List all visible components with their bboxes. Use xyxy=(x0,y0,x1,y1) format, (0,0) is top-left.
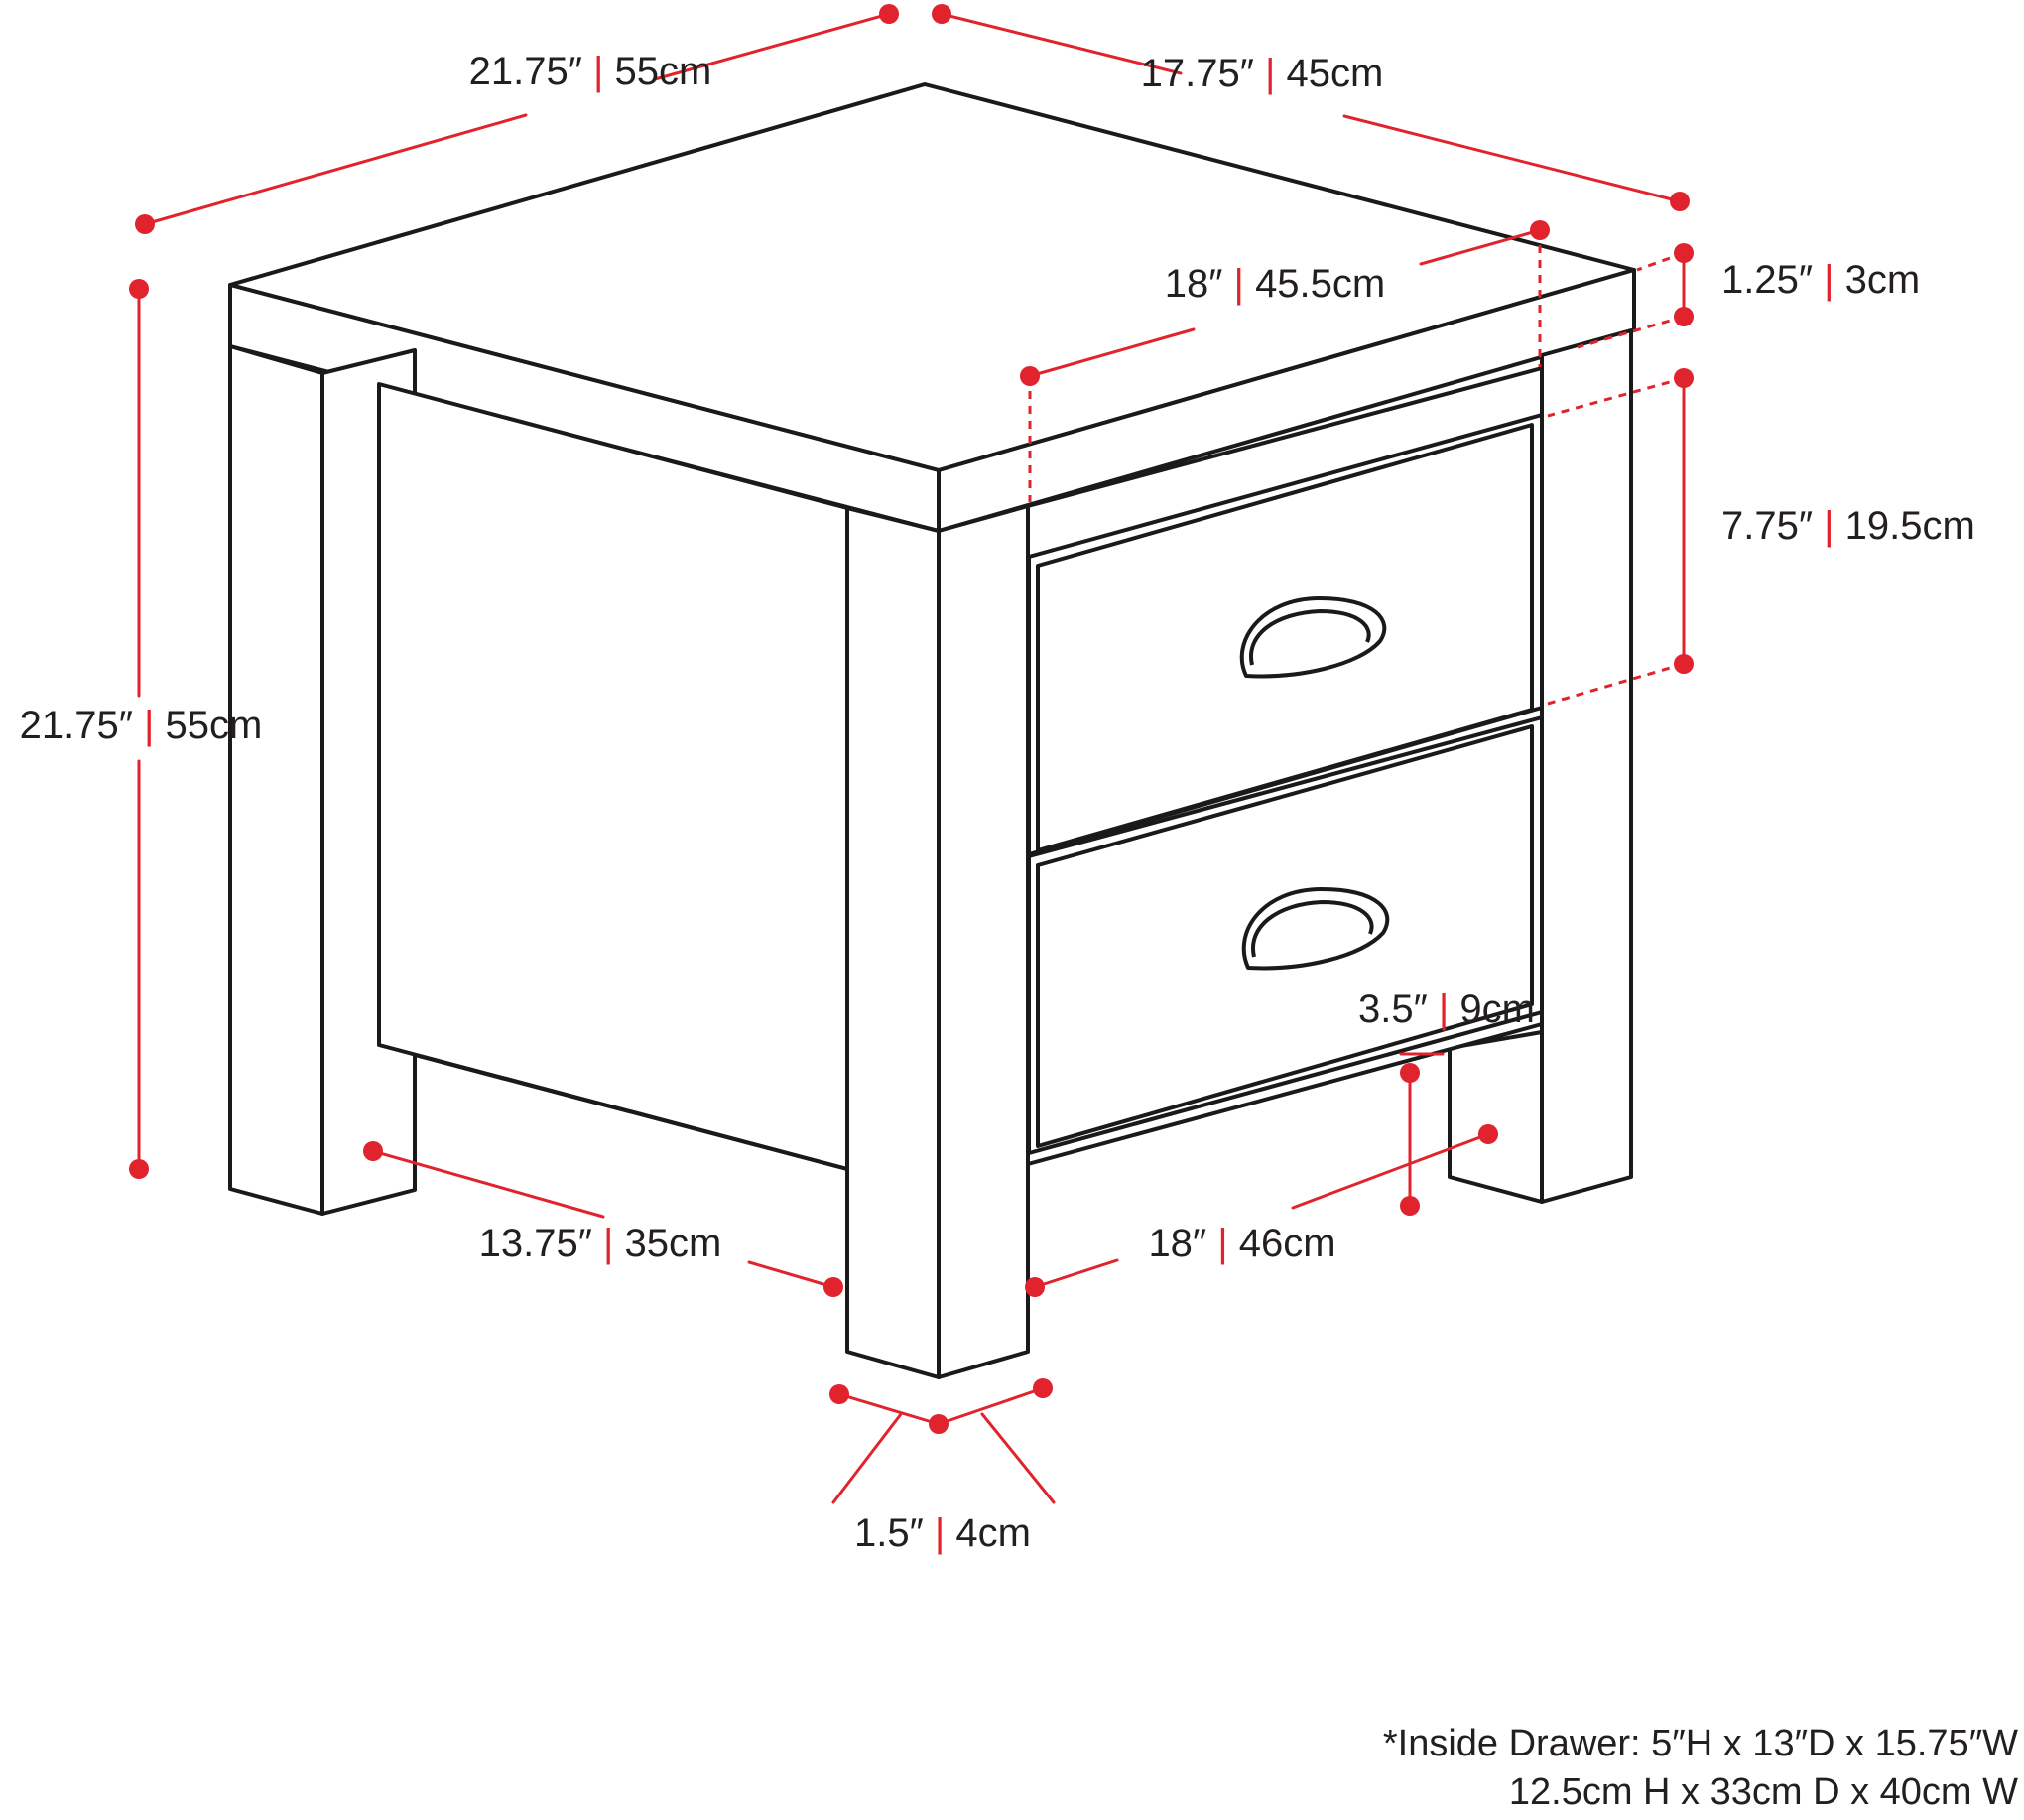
dot-drawer-height-top xyxy=(1674,368,1694,388)
dot-drawer-height-bottom xyxy=(1674,654,1694,674)
dot-thickness-top xyxy=(1674,243,1694,263)
side-panel-bottom-rail xyxy=(414,1053,848,1171)
drawer-top-handle-inner xyxy=(1249,609,1371,666)
dot-top-depth-right xyxy=(1670,192,1690,211)
label-overall-height: 21.75″ | 55cm xyxy=(20,704,263,747)
dot-top-width-right xyxy=(879,4,899,24)
nightstand-outline xyxy=(228,82,1636,1379)
leg-back-left-side xyxy=(228,344,324,1216)
leg-front-left-side xyxy=(845,506,941,1379)
dot-drawer-width-left xyxy=(1020,366,1040,386)
leg-back-right-front xyxy=(1540,328,1633,1204)
dot-height-top xyxy=(129,279,149,299)
label-side-depth: 13.75″ | 35cm xyxy=(479,1222,722,1265)
label-drawer-height: 7.75″ | 19.5cm xyxy=(1721,504,1975,548)
dot-leg-width-left xyxy=(829,1384,849,1404)
label-front-width: 18″ | 46cm xyxy=(1148,1222,1335,1265)
label-top-depth: 17.75″ | 45cm xyxy=(1141,52,1384,95)
dot-front-width-right xyxy=(1478,1124,1498,1144)
label-drawer-width: 18″ | 45.5cm xyxy=(1165,262,1385,306)
inside-drawer-note-line2: 12.5cm H x 33cm D x 40cm W xyxy=(1509,1771,2018,1813)
label-leg-clearance: 3.5″ | 9cm xyxy=(1358,987,1535,1031)
dot-top-width-left xyxy=(135,214,155,234)
label-top-width: 21.75″ | 55cm xyxy=(469,50,712,93)
dot-clearance-bottom xyxy=(1400,1196,1420,1216)
leg-back-right-side xyxy=(1448,1030,1544,1204)
dot-thickness-bottom xyxy=(1674,307,1694,326)
dot-side-depth-right xyxy=(823,1277,843,1297)
dot-side-depth-left xyxy=(363,1141,383,1161)
inside-drawer-note-line1: *Inside Drawer: 5″H x 13″D x 15.75″W xyxy=(1383,1723,2018,1764)
dimension-labels: 21.75″ | 55cm 17.75″ | 45cm 18″ | 45.5cm… xyxy=(20,50,2018,1813)
dot-leg-width-right xyxy=(1033,1378,1053,1398)
dot-top-depth-left xyxy=(932,4,951,24)
label-leg-width: 1.5″ | 4cm xyxy=(854,1511,1031,1555)
dot-height-bottom xyxy=(129,1159,149,1179)
drawer-bottom-handle-icon xyxy=(1241,887,1390,971)
side-panel xyxy=(377,382,849,1171)
dimension-lines xyxy=(137,12,1686,1504)
leg-front-left-front xyxy=(937,504,1030,1379)
drawer-top-handle-icon xyxy=(1239,596,1387,679)
dot-front-width-left xyxy=(1025,1277,1045,1297)
label-top-thickness: 1.25″ | 3cm xyxy=(1721,258,1920,302)
drawer-bottom-handle-inner xyxy=(1251,900,1374,958)
dot-drawer-width-right xyxy=(1530,220,1550,240)
dimension-extension-lines xyxy=(1028,230,1685,706)
dot-clearance-top xyxy=(1400,1063,1420,1083)
dimension-endpoint-dots xyxy=(129,4,1694,1434)
dot-leg-width-mid xyxy=(929,1414,949,1434)
